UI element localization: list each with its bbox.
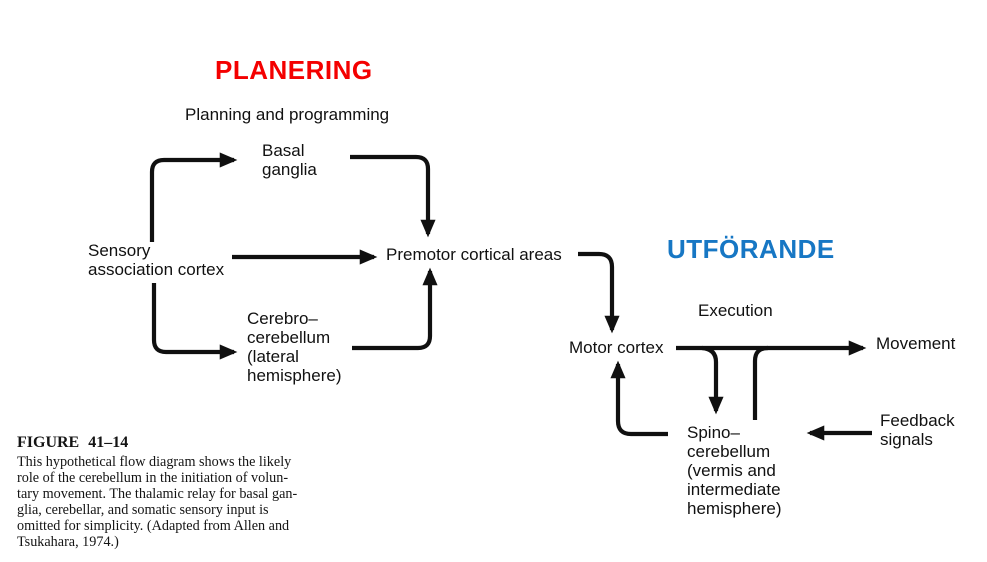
execution-section-header: UTFÖRANDE bbox=[667, 234, 835, 264]
arrow-cerebrocerebellum-to-premotor bbox=[352, 267, 438, 351]
figure-caption: FIGURE 41–14 This hypothetical flow diag… bbox=[17, 434, 353, 550]
node-feedback-signals: Feedback signals bbox=[880, 411, 955, 449]
arrow-premotor-to-motor bbox=[578, 251, 620, 334]
node-motor-cortex: Motor cortex bbox=[569, 338, 664, 357]
planning-section-header: PLANERING bbox=[215, 55, 373, 85]
line-spinocerebellum-branch-to-movement-path bbox=[752, 345, 769, 420]
arrow-spinocerebellum-to-motor bbox=[610, 360, 668, 437]
figure-caption-body: This hypothetical flow diagram shows the… bbox=[17, 454, 298, 550]
node-sensory-association-cortex: Sensory association cortex bbox=[88, 241, 225, 279]
node-basal-ganglia: Basal ganglia bbox=[262, 141, 317, 179]
stage-label-planning: Planning and programming bbox=[185, 105, 390, 124]
arrow-motor-branch-to-spinocerebellum bbox=[701, 345, 724, 415]
node-cerebrocerebellum: Cerebro– cerebellum (lateral hemisphere) bbox=[247, 309, 342, 385]
node-premotor-cortical-areas: Premotor cortical areas bbox=[386, 245, 562, 264]
arrow-basal-to-premotor bbox=[350, 154, 436, 238]
arrow-sensory-to-cerebrocerebellum bbox=[151, 283, 238, 360]
figure-caption-title: FIGURE 41–14 bbox=[17, 434, 129, 451]
stage-label-execution: Execution bbox=[698, 301, 773, 320]
node-movement: Movement bbox=[876, 334, 956, 353]
arrow-sensory-to-basal bbox=[149, 152, 238, 242]
node-spinocerebellum: Spino– cerebellum (vermis and intermedia… bbox=[687, 423, 782, 518]
